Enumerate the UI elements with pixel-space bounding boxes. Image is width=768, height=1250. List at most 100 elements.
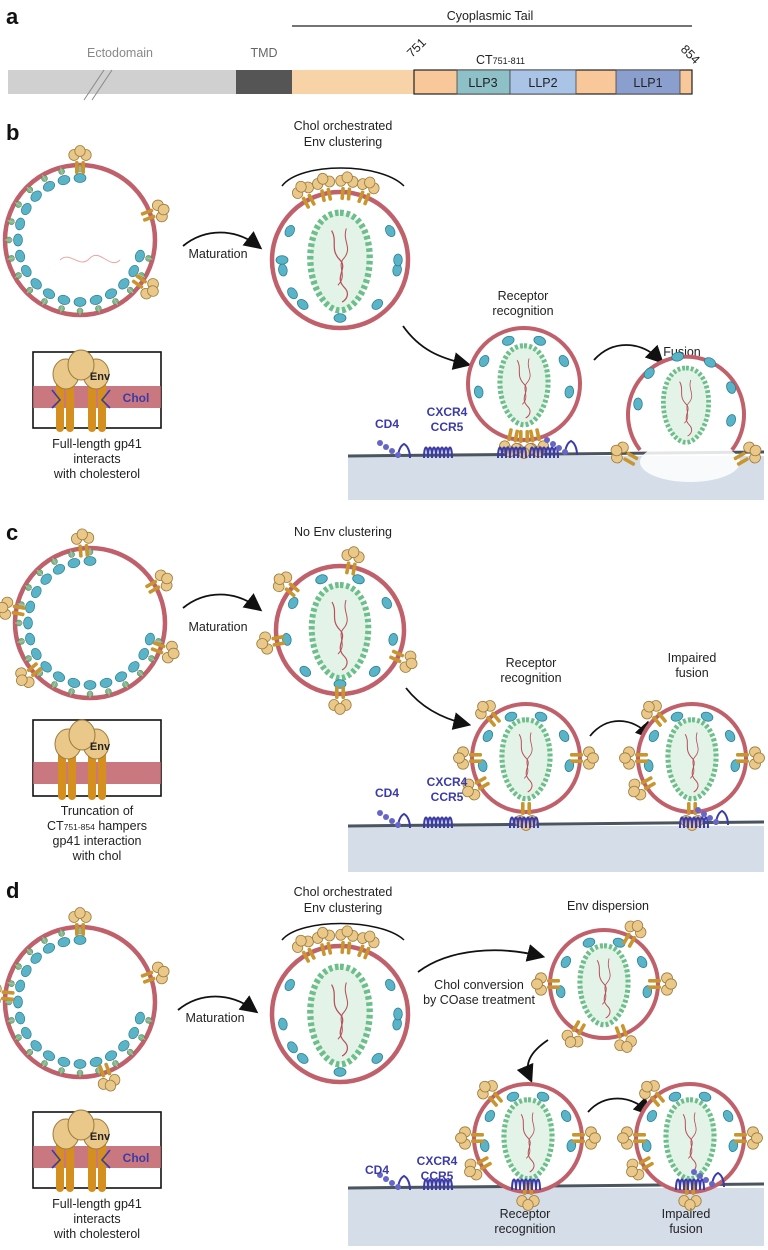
cd4-label-d: CD4 [365,1163,389,1177]
impaired-d-1: Impaired [662,1207,711,1221]
mature-virion-dispersed [254,544,422,715]
no-cluster-title: No Env clustering [294,525,392,539]
caption-d-1: Full-length gp41 [52,1197,142,1211]
llp3-segment [456,69,511,95]
caption-c-2: CT751-854 hampers [47,819,147,833]
impaired-d-2: fusion [669,1222,702,1236]
cluster-bracket-d [281,922,405,941]
dispersion-label: Env dispersion [567,899,649,913]
ccr5-label-d: CCR5 [421,1169,454,1183]
approach-arrow [402,325,472,370]
panel-b: b [2,119,767,500]
caption-b-1: Full-length gp41 [52,437,142,451]
conversion-arrow [417,944,546,973]
receptor-c-2: recognition [500,671,561,685]
panel-b-letter: b [6,120,19,145]
approach-arrow-c [405,687,472,730]
bound-virion-d [455,1074,601,1211]
tmd-segment [236,70,292,94]
stalled-virion-d [617,1074,763,1211]
stalled-virion-c [619,694,765,831]
panel-d-letter: d [6,878,19,903]
cxcr4-label-d: CXCR4 [417,1154,458,1168]
caption-b-2: interacts [73,452,120,466]
ectodomain-segment [8,70,236,94]
inset-chol-label: Chol [123,391,150,405]
cluster-d-2: Env clustering [304,901,383,915]
llp2-label: LLP2 [528,76,557,90]
conversion-1: Chol conversion [434,978,524,992]
tmd-label: TMD [250,46,277,60]
receptor-d-2: recognition [494,1222,555,1236]
inset-env-label-c: Env [90,741,111,753]
panel-a: a Cyoplasmic Tail Ectodomain TMD 751 854… [6,4,703,101]
caption-d-2: interacts [73,1212,120,1226]
maturation-label: Maturation [188,247,247,261]
receptor-c-1: Receptor [506,656,557,670]
bound-virion [466,326,582,460]
cd4-label: CD4 [375,417,399,431]
ccr5-label: CCR5 [431,420,464,434]
fusion-arrow [593,344,664,364]
maturation-label-c: Maturation [188,620,247,634]
caption-c-3: gp41 interaction [53,834,142,848]
inset-membrane-c [33,762,161,784]
inset-chol-label-d: Chol [123,1151,150,1165]
immature-virion-d [0,907,174,1096]
descend-arrow-d [516,1039,549,1083]
mature-virion-clustered [269,170,411,331]
immature-virion [2,145,174,318]
dispersed-virion-d [531,915,677,1057]
immature-virion-c [0,527,184,701]
conversion-2: by COase treatment [423,993,535,1007]
bound-virion-c [453,694,599,831]
break-mark-1 [83,69,105,101]
cluster-d-1: Chol orchestrated [294,885,393,899]
cluster-title-1: Chol orchestrated [294,119,393,133]
receptor-label-2: recognition [492,304,553,318]
cluster-bracket [281,167,405,187]
llp3-label: LLP3 [468,76,497,90]
impaired-c-1: Impaired [668,651,717,665]
inset-env-label-d: Env [90,1131,111,1143]
receptor-d-1: Receptor [500,1207,551,1221]
panel-c-letter: c [6,520,18,545]
mature-virion-clustered-d [269,924,411,1085]
fusing-virion [605,351,767,473]
break-mark-2 [91,69,113,101]
cluster-title-2: Env clustering [304,135,383,149]
maturation-arrow-c [182,593,263,612]
cell-surface-c [348,826,764,872]
maturation-arrow-d [177,995,259,1014]
cxcr4-label: CXCR4 [427,405,468,419]
llp2-segment [509,69,577,95]
inset-gp41-d [56,1136,106,1192]
cxcr4-label-c: CXCR4 [427,775,468,789]
panel-d: d Maturation [0,878,765,1246]
ccr5-label-c: CCR5 [431,790,464,804]
caption-d-3: with cholesterol [53,1227,140,1241]
caption-b-3: with cholesterol [53,467,140,481]
llp1-label: LLP1 [633,76,662,90]
fusion-arrow-d [587,1096,652,1116]
caption-c-1: Truncation of [61,804,134,818]
llp1-segment [615,69,681,95]
fusion-glow [640,442,740,482]
panel-c: c Maturation [0,520,765,872]
inset-gp41-c [58,748,106,800]
pos-854: 854 [678,42,703,67]
pos-751: 751 [404,35,429,60]
inset-gp41 [56,376,106,432]
maturation-arrow [182,231,263,250]
receptor-label-1: Receptor [498,289,549,303]
ectodomain-label: Ectodomain [87,46,153,60]
inset-membrane-d [33,1146,161,1168]
maturation-label-d: Maturation [185,1011,244,1025]
inset-membrane [33,386,161,408]
cd4-label-c: CD4 [375,786,399,800]
impaired-c-2: fusion [675,666,708,680]
fusion-arrow-c [589,720,654,741]
inset-env-label: Env [90,371,111,383]
caption-c-4: with chol [72,849,122,863]
